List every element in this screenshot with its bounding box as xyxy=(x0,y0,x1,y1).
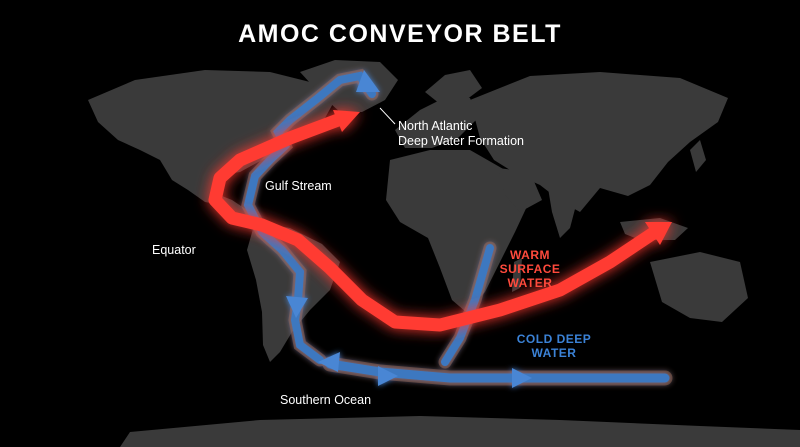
scandinavia xyxy=(425,70,482,104)
warm-surface-water-current xyxy=(208,110,672,332)
diagram-title: AMOC CONVEYOR BELT xyxy=(238,20,562,48)
continents xyxy=(88,60,800,447)
cold-arrowhead-north xyxy=(356,70,380,92)
cold-label-line2: WATER xyxy=(531,346,577,360)
nadw-label-line2: Deep Water Formation xyxy=(398,134,524,148)
label-southern-ocean: Southern Ocean xyxy=(280,393,372,407)
label-equator: Equator xyxy=(152,243,196,257)
warm-label-line1: WARM xyxy=(510,248,550,262)
europe xyxy=(395,95,478,148)
warm-label-line3: WATER xyxy=(507,276,553,290)
label-north-atlantic-deep-water: North Atlantic Deep Water Formation xyxy=(398,119,524,149)
arabia xyxy=(498,168,542,212)
cold-arrowhead-mid-atlantic xyxy=(286,296,308,318)
warm-current-path xyxy=(208,113,662,332)
cold-arrowhead-southern-2 xyxy=(378,366,398,386)
cold-current-southern-core xyxy=(325,359,670,383)
asia xyxy=(470,72,728,212)
africa xyxy=(386,150,530,312)
label-cold-deep-water: COLD DEEP WATER xyxy=(508,332,600,360)
warm-arrowhead-east xyxy=(645,222,672,245)
warm-label-line2: SURFACE xyxy=(499,262,561,276)
cold-arrowhead-southern-1 xyxy=(512,368,532,388)
cold-arrowhead-west xyxy=(318,352,340,372)
india xyxy=(548,188,580,238)
cold-label-line1: COLD DEEP xyxy=(516,332,592,346)
japan xyxy=(690,140,706,172)
antarctica xyxy=(120,416,800,447)
madagascar xyxy=(512,258,522,292)
label-gulf-stream: Gulf Stream xyxy=(265,179,332,193)
warm-arrowhead-north xyxy=(333,110,360,132)
australia xyxy=(650,252,748,322)
nadw-label-line1: North Atlantic xyxy=(398,119,473,133)
north-america xyxy=(88,70,335,205)
nadw-pointer-line xyxy=(379,107,396,125)
label-warm-surface-water: WARM SURFACE WATER xyxy=(494,248,566,290)
